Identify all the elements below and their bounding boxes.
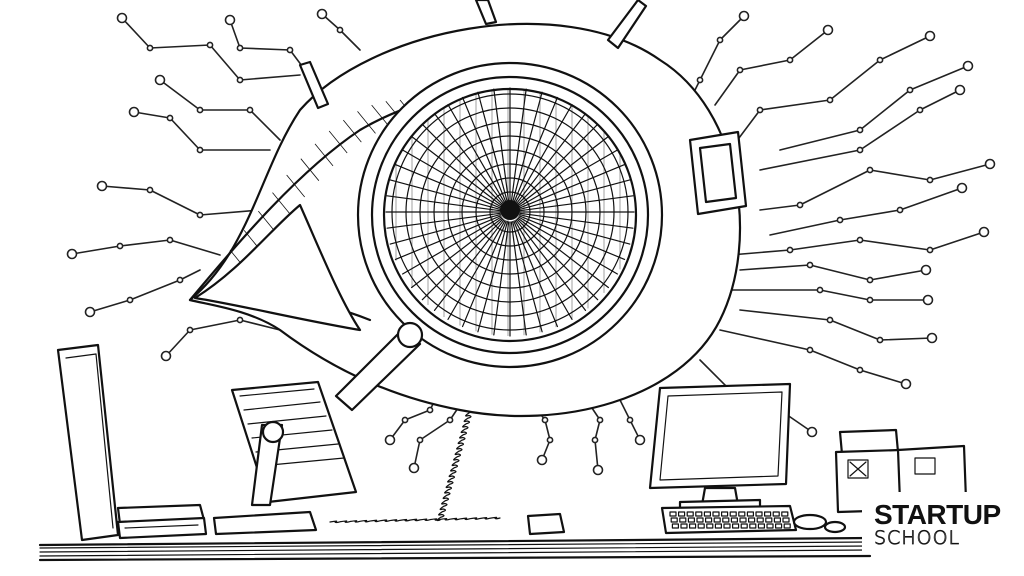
right-monitor xyxy=(648,382,792,514)
left-monitor xyxy=(212,380,358,536)
logo-line-school: SCHOOL xyxy=(874,527,961,549)
mouse-right xyxy=(792,513,847,534)
left-tall-monitor xyxy=(56,343,120,542)
desk xyxy=(38,536,872,562)
keyboard xyxy=(660,504,798,535)
startup-school-logo: STARTUP SCHOOL xyxy=(862,492,1024,552)
giant-eye xyxy=(188,0,748,418)
circuit-wires xyxy=(66,8,996,476)
lens-grid xyxy=(385,87,635,337)
logo-line-startup: STARTUP xyxy=(874,499,1001,530)
mouse-left xyxy=(526,512,566,536)
small-device-left xyxy=(116,503,208,540)
